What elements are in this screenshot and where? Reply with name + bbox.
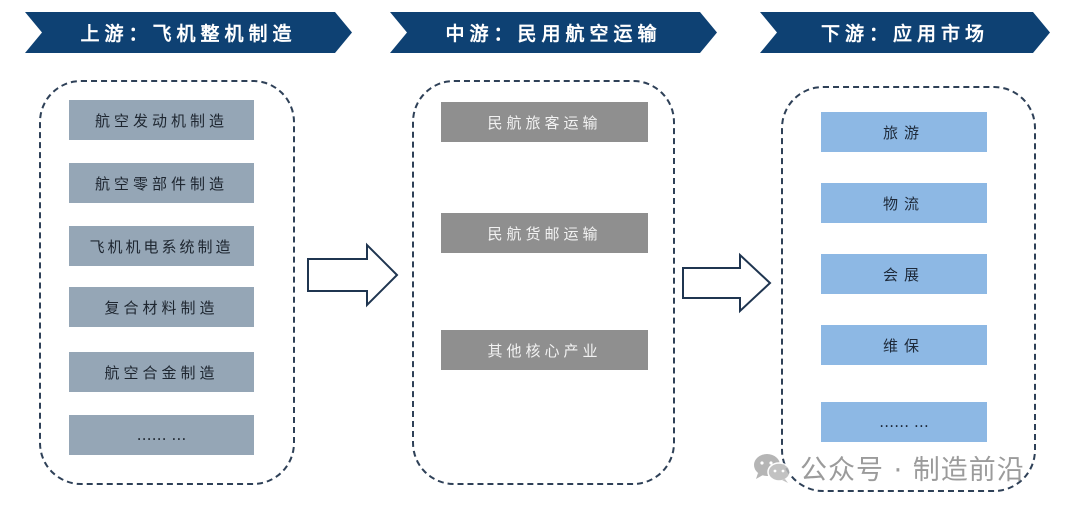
downstream-item: 旅游 <box>821 112 987 152</box>
midstream-item: 其他核心产业 <box>441 330 648 370</box>
right-arrow-icon <box>682 252 772 314</box>
downstream-group <box>781 86 1036 492</box>
downstream-banner: 下游：应用市场 <box>760 12 1050 53</box>
upstream-title: 上游：飞机整机制造 <box>80 23 297 45</box>
downstream-item: 会展 <box>821 254 987 294</box>
midstream-item: 民航旅客运输 <box>441 102 648 142</box>
right-arrow-icon <box>307 242 399 308</box>
downstream-title: 下游：应用市场 <box>820 23 989 45</box>
downstream-item: 物流 <box>821 183 987 223</box>
chevron-banner-shape <box>390 12 717 53</box>
wechat-icon <box>752 452 792 484</box>
upstream-group <box>39 80 295 485</box>
downstream-item: 维保 <box>821 325 987 365</box>
upstream-item-ellipsis: …… … <box>69 415 254 455</box>
upstream-banner: 上游：飞机整机制造 <box>25 12 352 53</box>
midstream-item: 民航货邮运输 <box>441 213 648 253</box>
midstream-group <box>412 80 675 485</box>
upstream-item: 航空合金制造 <box>69 352 254 392</box>
upstream-item: 复合材料制造 <box>69 287 254 327</box>
upstream-item: 航空零部件制造 <box>69 163 254 203</box>
chevron-banner-shape <box>25 12 352 53</box>
chevron-banner-shape <box>760 12 1050 53</box>
watermark: 公众号 · 制造前沿 <box>752 448 1025 487</box>
midstream-title: 中游：民用航空运输 <box>445 23 662 45</box>
watermark-text: 公众号 · 制造前沿 <box>800 455 1025 486</box>
upstream-item: 航空发动机制造 <box>69 100 254 140</box>
midstream-banner: 中游：民用航空运输 <box>390 12 717 53</box>
upstream-item: 飞机机电系统制造 <box>69 226 254 266</box>
downstream-item-ellipsis: …… … <box>821 402 987 442</box>
